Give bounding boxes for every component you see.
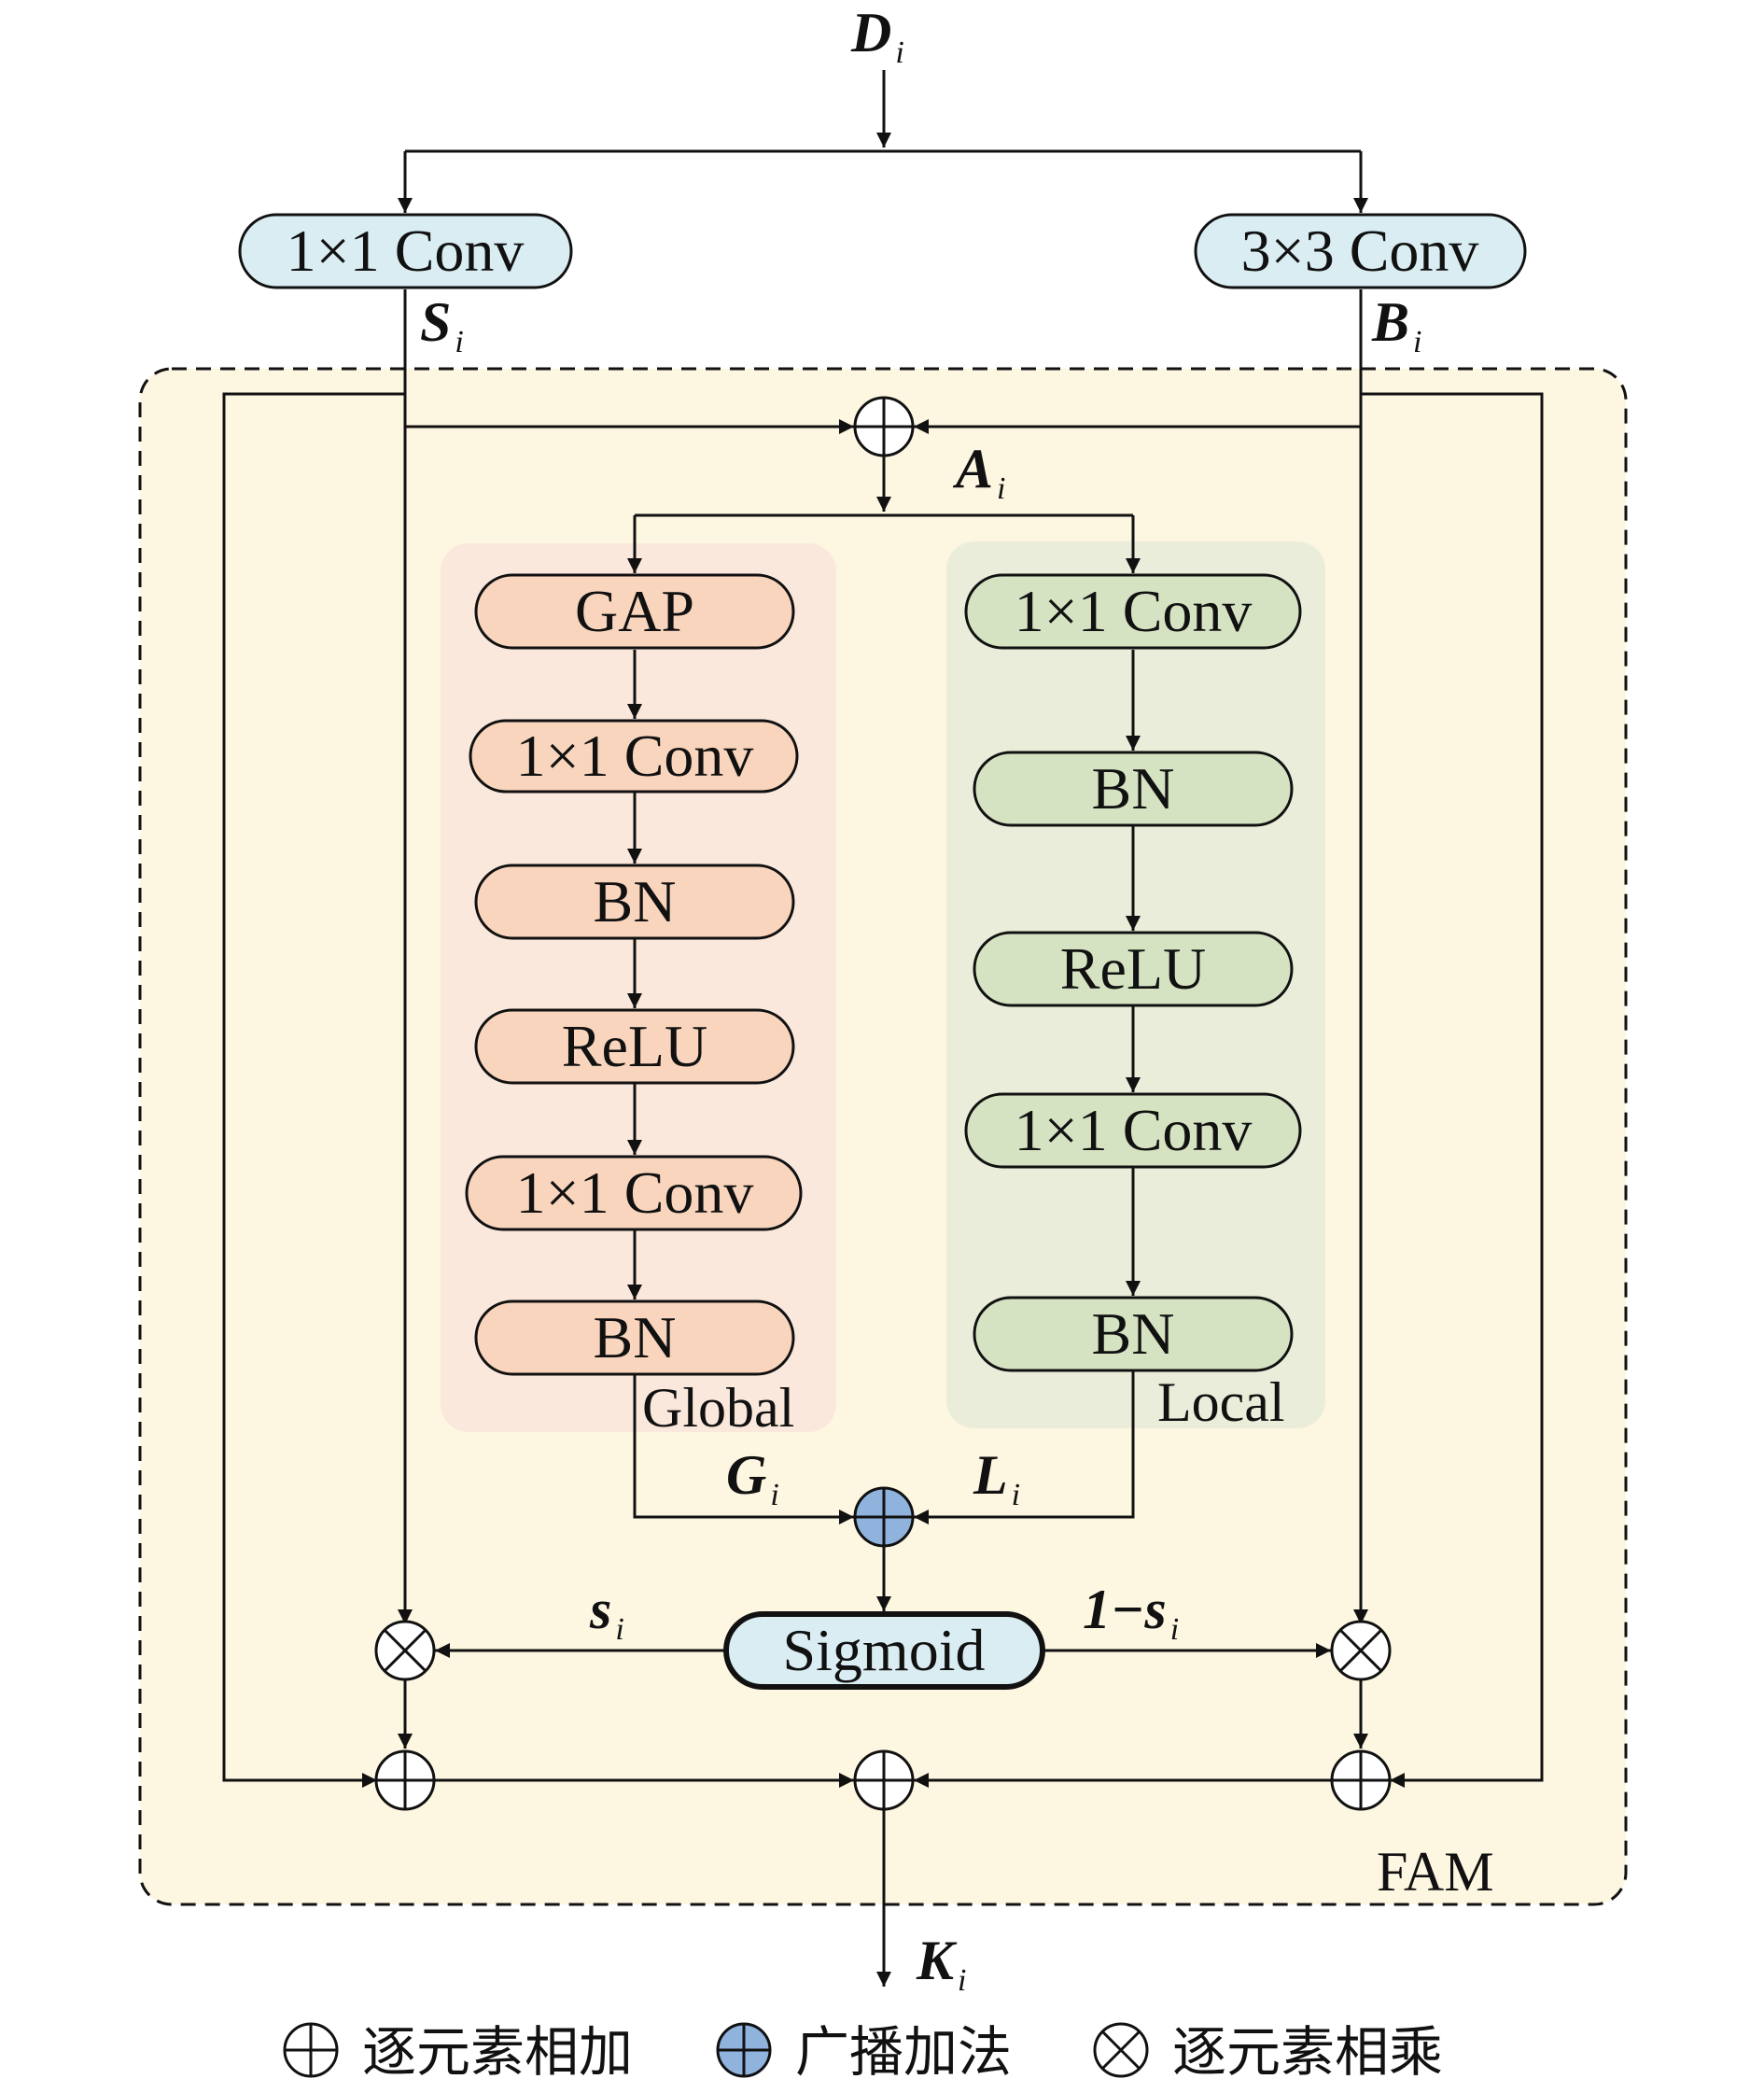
legend-broadcast-add-text: 广播加法	[795, 2020, 1012, 2084]
left-multiply-icon	[374, 1620, 436, 1681]
local-branch-label: Local	[1157, 1371, 1285, 1433]
global-block-relu-label: ReLU	[562, 1013, 707, 1079]
right-multiply-icon	[1330, 1620, 1392, 1681]
global-block-conv2-label: 1×1 Conv	[516, 1159, 754, 1226]
local-block-relu-label: ReLU	[1060, 935, 1206, 1002]
global-block-conv1: 1×1 Conv	[469, 719, 799, 794]
local-block-bn2: BN	[973, 1296, 1294, 1372]
global-block-bn2: BN	[474, 1299, 795, 1376]
sigmoid-label: Sigmoid	[783, 1617, 986, 1683]
global-block-conv1-label: 1×1 Conv	[516, 723, 754, 789]
bottom-center-add-icon	[853, 1749, 915, 1811]
global-block-conv2: 1×1 Conv	[465, 1155, 803, 1231]
conv-3x3-block: 3×3 Conv	[1194, 213, 1527, 289]
fam-module-label: FAM	[1377, 1841, 1494, 1903]
bottom-right-add-icon	[1330, 1749, 1392, 1811]
local-block-bn1-label: BN	[1092, 755, 1175, 822]
local-block-conv1-label: 1×1 Conv	[1015, 578, 1253, 644]
local-block-bn2-label: BN	[1092, 1300, 1175, 1367]
conv-1x1-label: 1×1 Conv	[287, 218, 525, 284]
local-block-relu: ReLU	[973, 931, 1294, 1007]
conv-1x1-block: 1×1 Conv	[238, 213, 573, 289]
bottom-left-add-icon	[374, 1749, 436, 1811]
legend: 逐元素相加 广播加法 逐元素相乘	[283, 2020, 1443, 2084]
broadcast-add-icon	[853, 1486, 915, 1548]
global-block-gap: GAP	[474, 573, 795, 650]
conv-3x3-label: 3×3 Conv	[1241, 218, 1479, 284]
global-branch-label: Global	[642, 1377, 794, 1439]
sigmoid-block: Sigmoid	[723, 1611, 1045, 1690]
local-block-conv2: 1×1 Conv	[964, 1092, 1302, 1169]
connection-wires	[222, 70, 1544, 1987]
global-block-bn1: BN	[474, 864, 795, 940]
legend-element-multiply-icon	[1093, 2022, 1149, 2078]
legend-element-add-text: 逐元素相加	[362, 2020, 633, 2084]
global-block-bn1-label: BN	[594, 868, 677, 934]
local-block-bn1: BN	[973, 751, 1294, 827]
local-block-conv2-label: 1×1 Conv	[1015, 1097, 1253, 1163]
legend-element-add-icon	[283, 2022, 339, 2078]
top-element-add-icon	[853, 396, 915, 457]
global-block-relu: ReLU	[474, 1008, 795, 1085]
global-block-gap-label: GAP	[575, 578, 694, 644]
global-block-bn2-label: BN	[594, 1304, 677, 1370]
local-block-conv1: 1×1 Conv	[964, 573, 1302, 650]
global-branch-panel	[441, 543, 836, 1432]
legend-broadcast-add-icon	[716, 2022, 772, 2078]
legend-element-multiply-text: 逐元素相乘	[1172, 2020, 1443, 2084]
